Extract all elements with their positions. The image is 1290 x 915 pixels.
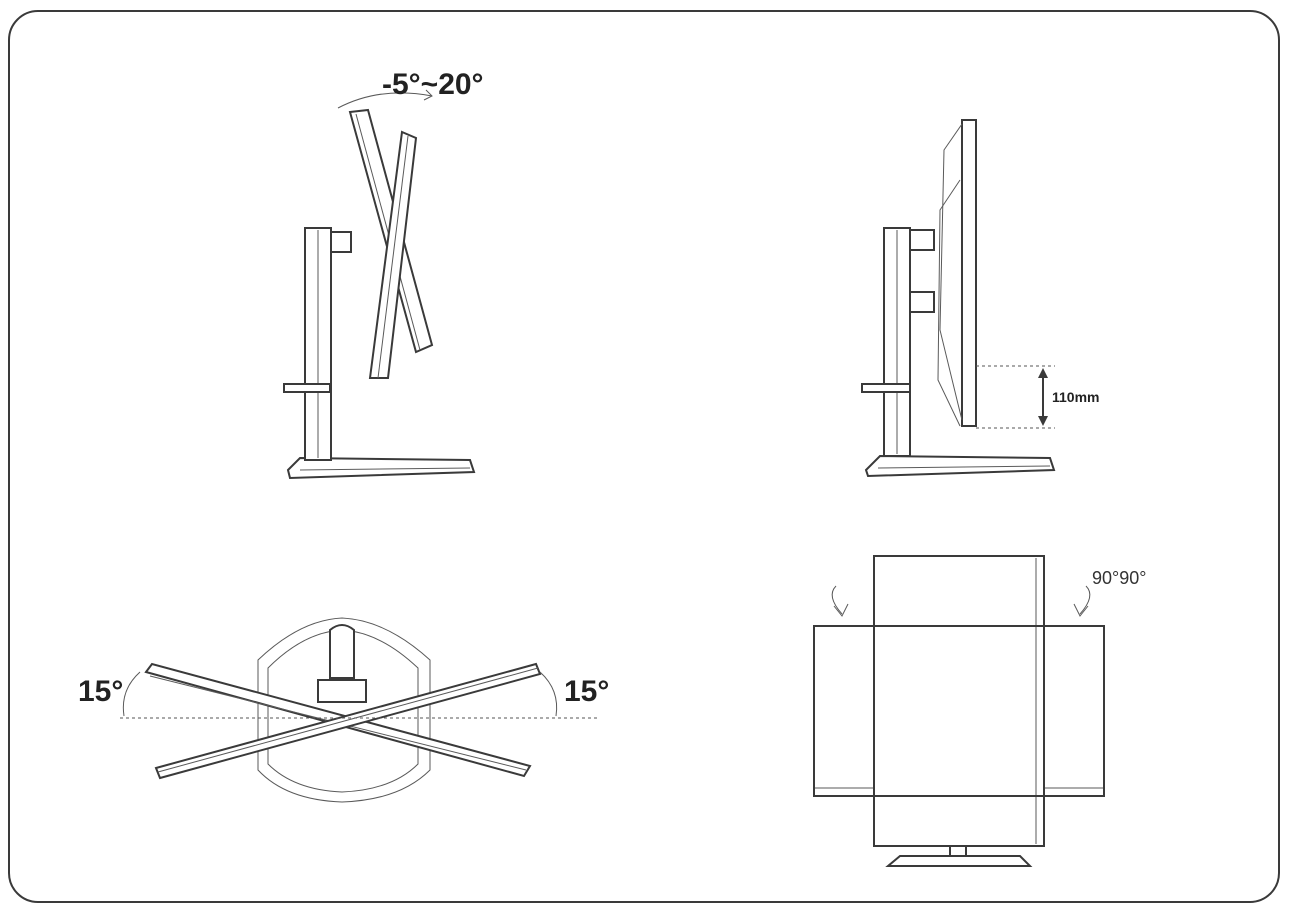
tilt-arc (337, 92, 433, 109)
pivot-stand-base (885, 855, 1033, 867)
height-base-line (877, 465, 1051, 469)
height-hinge-lower (909, 291, 935, 313)
tilt-stand-base (286, 456, 476, 480)
swivel-hinge (317, 679, 367, 703)
swivel-base-outline (257, 617, 431, 803)
pivot-right-arrow (1079, 585, 1091, 615)
pivot-landscape-outline (813, 625, 1105, 797)
diagram-frame (8, 10, 1280, 903)
swivel-left-arc (122, 671, 141, 717)
height-stand-base (864, 454, 1056, 478)
pivot-left-arrow (831, 585, 843, 615)
pivot-view: 90°90° (813, 555, 1146, 867)
swivel-neck (329, 624, 355, 679)
pivot-angle-label: 90°90° (1092, 568, 1146, 588)
height-dim-arrowhead-down (1038, 416, 1048, 426)
pivot-portrait-panel (873, 555, 1045, 847)
pivot-left-arrowhead (833, 603, 849, 617)
tilt-view: -5°~20° (283, 68, 484, 480)
pivot-right-arrowhead (1073, 603, 1089, 617)
swivel-view: 15° 15° (78, 617, 609, 803)
height-range-label: 110mm (1052, 389, 1099, 405)
height-panel-raised (961, 119, 977, 427)
height-panel-lowered-back (937, 179, 961, 427)
swivel-right-label: 15° (564, 675, 609, 708)
swivel-panel-b-edge (157, 667, 539, 773)
tilt-angle-label: -5°~20° (382, 68, 484, 101)
height-dim-arrowhead-up (1038, 368, 1048, 378)
pivot-stand-neck (949, 845, 967, 857)
swivel-left-label: 15° (78, 675, 123, 708)
height-view: 110mm (861, 119, 1099, 478)
tilt-hinge (330, 231, 352, 253)
swivel-base-inner (267, 629, 419, 793)
swivel-right-arc (539, 671, 558, 717)
tilt-base-line (299, 467, 471, 471)
height-hinge-upper (909, 229, 935, 251)
height-knob (861, 383, 911, 393)
tilt-panel-forward-edge (377, 135, 409, 379)
tilt-height-knob (283, 383, 331, 393)
tilt-arc-arrowhead (423, 89, 433, 101)
swivel-panel-b (154, 662, 542, 780)
height-panel-raised-back (939, 123, 963, 421)
